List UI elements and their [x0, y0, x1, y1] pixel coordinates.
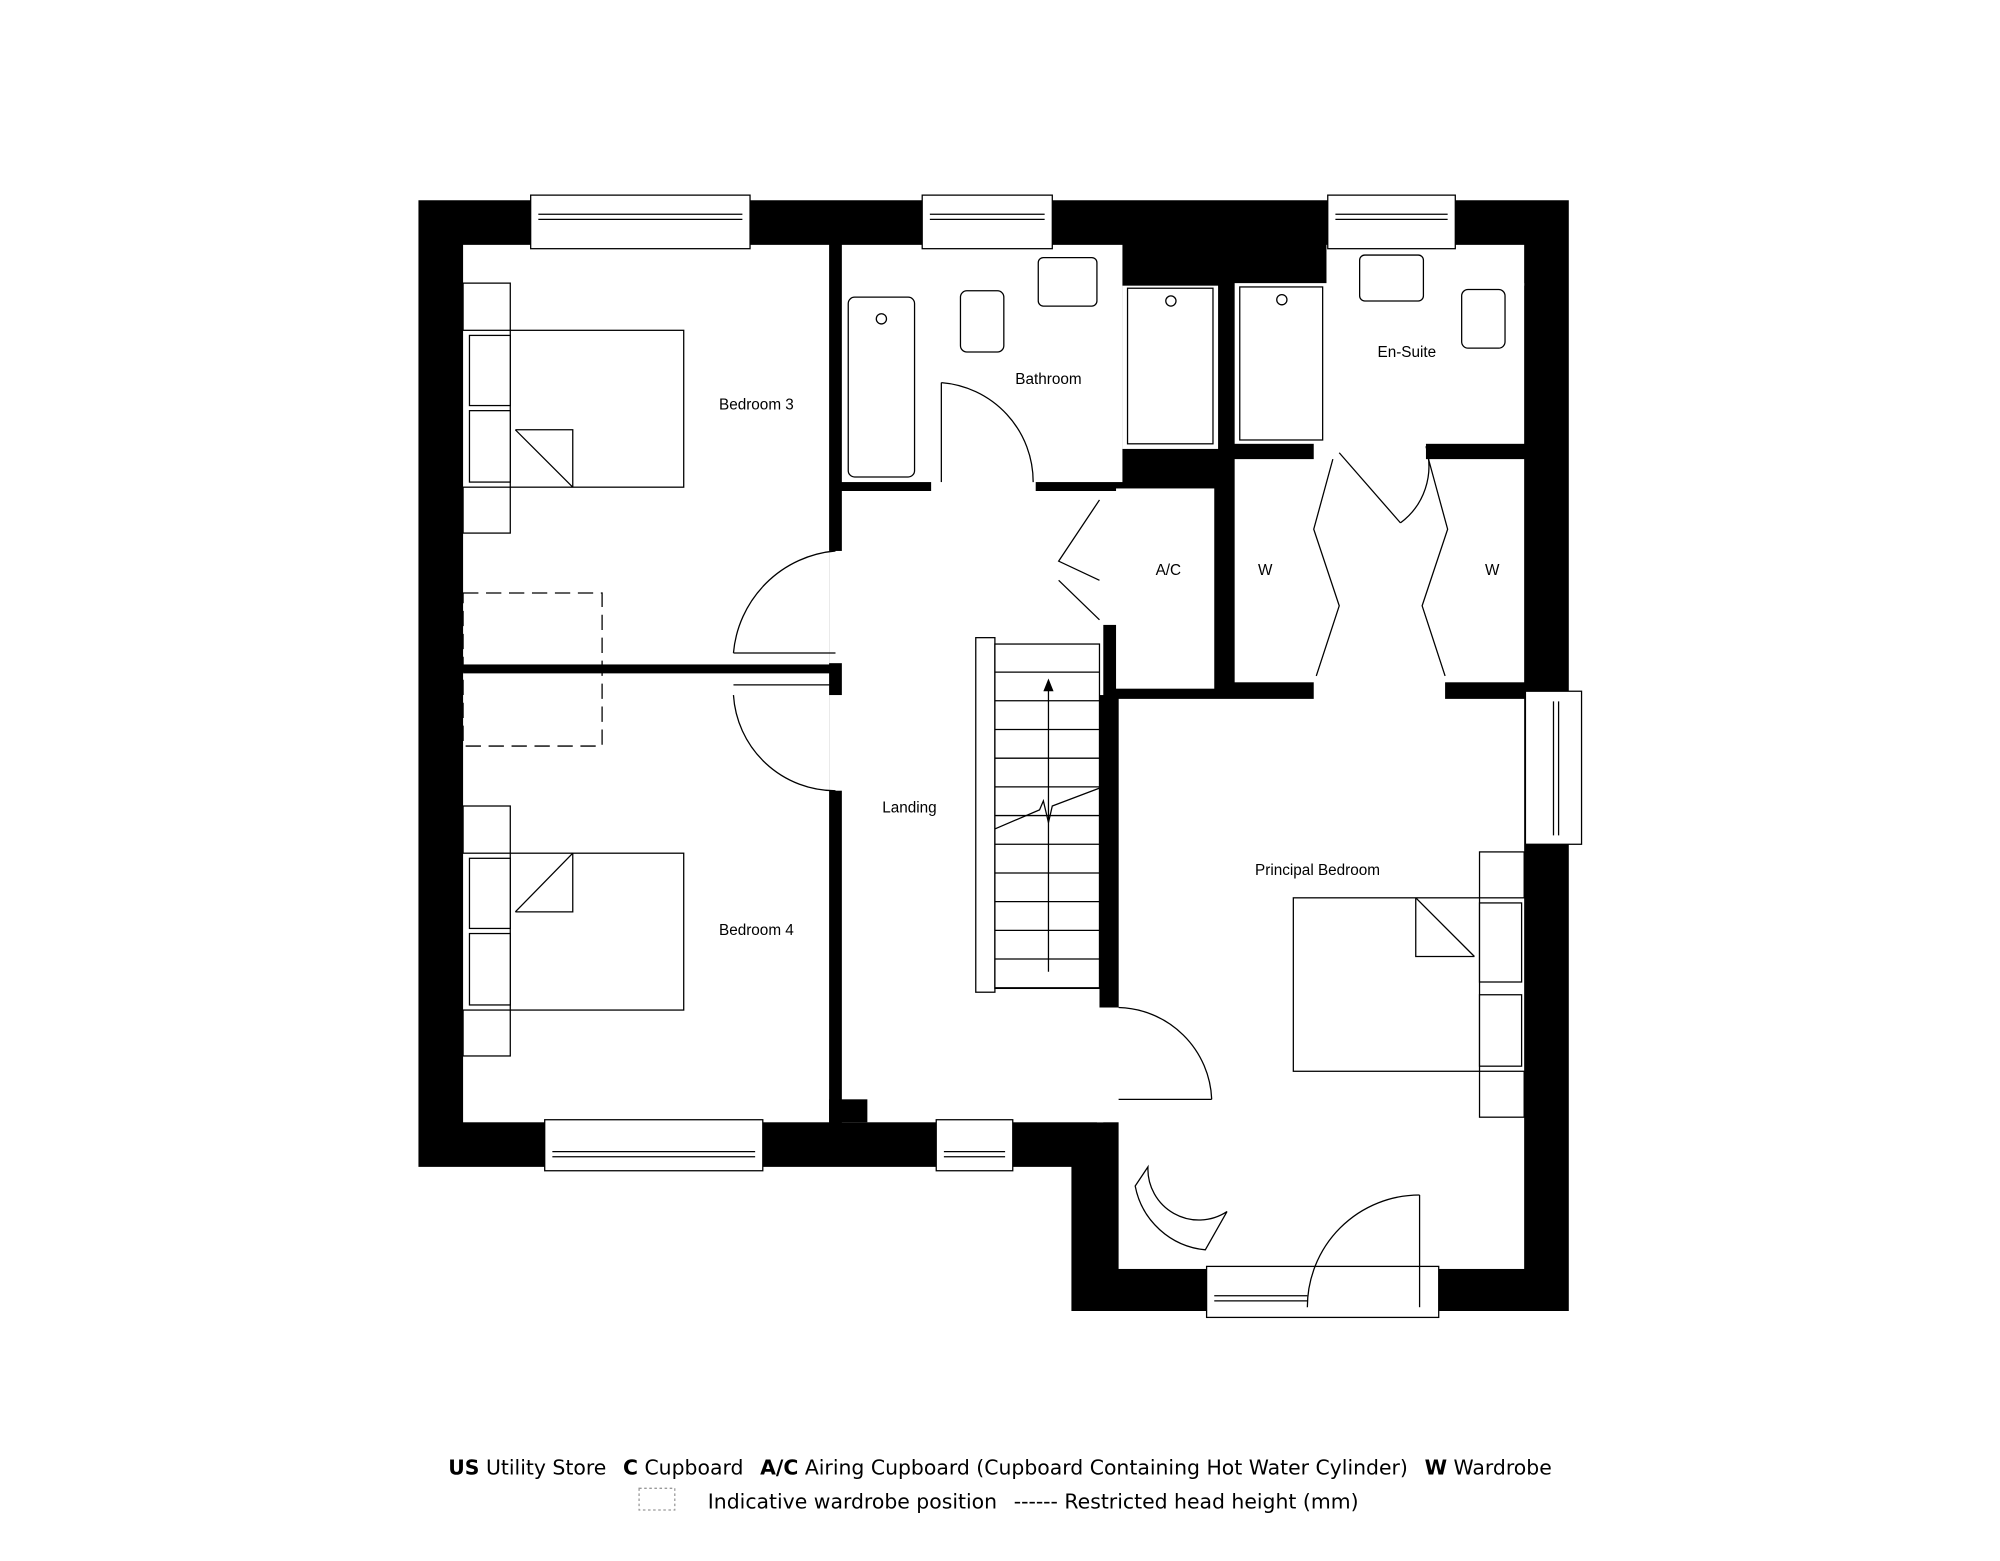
doors [732, 381, 1449, 1308]
legend-c-abbr: C [623, 1455, 638, 1479]
legend-ac-text: Airing Cupboard (Cupboard Containing Hot… [805, 1455, 1408, 1479]
legend-w-abbr: W [1425, 1455, 1448, 1479]
partition-wall [463, 664, 833, 674]
sanitaryware [847, 254, 1506, 1251]
legend-ac-abbr: A/C [760, 1455, 798, 1479]
legend-wardrobe-position: Indicative wardrobe position [708, 1490, 997, 1514]
label-wardrobe-left: W [1258, 562, 1273, 579]
label-en-suite: En-Suite [1377, 344, 1436, 361]
legend-line-2: Indicative wardrobe position ------ Rest… [708, 1490, 1359, 1514]
landing-principal-wall [1099, 695, 1119, 1008]
bed-bedroom3 [462, 282, 685, 534]
label-principal-bedroom: Principal Bedroom [1255, 862, 1380, 879]
label-landing: Landing [882, 799, 936, 816]
bed-bedroom4 [462, 805, 685, 1057]
landing-notch [829, 1099, 868, 1123]
bed-principal [1292, 851, 1525, 1118]
legend-us-text: Utility Store [486, 1455, 606, 1479]
legend-line-1: US Utility Store C Cupboard A/C Airing C… [448, 1455, 1552, 1479]
windows [530, 194, 1583, 1319]
legend-wardrobe-swatch [638, 1487, 676, 1511]
indicative-wardrobe [462, 592, 603, 747]
legend-head-height: Restricted head height (mm) [1064, 1490, 1358, 1514]
label-bathroom: Bathroom [1015, 371, 1081, 388]
legend-us-abbr: US [448, 1455, 479, 1479]
staircase [975, 637, 1101, 993]
legend-c-text: Cupboard [644, 1455, 743, 1479]
legend-head-height-symbol: ------ [1014, 1490, 1058, 1514]
label-wardrobe-right: W [1485, 562, 1500, 579]
label-bedroom-3: Bedroom 3 [719, 396, 794, 413]
legend-w-text: Wardrobe [1454, 1455, 1552, 1479]
label-bedroom-4: Bedroom 4 [719, 922, 794, 939]
label-airing-cupboard: A/C [1156, 562, 1182, 579]
